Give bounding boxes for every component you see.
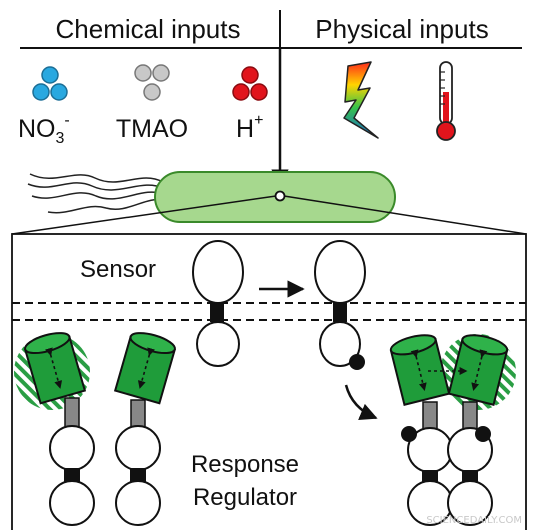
watermark: SCIENCEDAILY.COM bbox=[426, 515, 522, 526]
phosphotransfer-arrow bbox=[344, 384, 378, 421]
sensor-location-dot bbox=[274, 190, 286, 202]
chemical-inputs-title: Chemical inputs bbox=[56, 14, 241, 44]
response-regulator-1 bbox=[14, 332, 95, 526]
nitrate-molecule-icon bbox=[32, 66, 68, 101]
regulator-label-line2: Regulator bbox=[193, 484, 297, 511]
response-regulator-2 bbox=[113, 332, 177, 526]
zoom-line-right bbox=[283, 195, 527, 235]
sensor-label: Sensor bbox=[80, 256, 156, 283]
regulator-label-line1: Response bbox=[191, 451, 299, 478]
flagella bbox=[27, 173, 166, 214]
tmao-molecule-icon bbox=[134, 64, 170, 101]
response-regulator-dimer bbox=[389, 334, 516, 526]
proton-molecule-icon bbox=[232, 66, 268, 101]
physical-inputs-title: Physical inputs bbox=[315, 14, 488, 44]
thermometer-icon bbox=[436, 61, 456, 141]
proton-label: H+ bbox=[236, 112, 263, 143]
nitrate-label: NO3- bbox=[18, 112, 70, 147]
tmao-label: TMAO bbox=[116, 115, 188, 143]
sensor-inactive bbox=[192, 240, 244, 367]
lightning-icon bbox=[343, 61, 379, 139]
sensor-active bbox=[314, 240, 366, 370]
zoom-line-left bbox=[11, 195, 277, 235]
